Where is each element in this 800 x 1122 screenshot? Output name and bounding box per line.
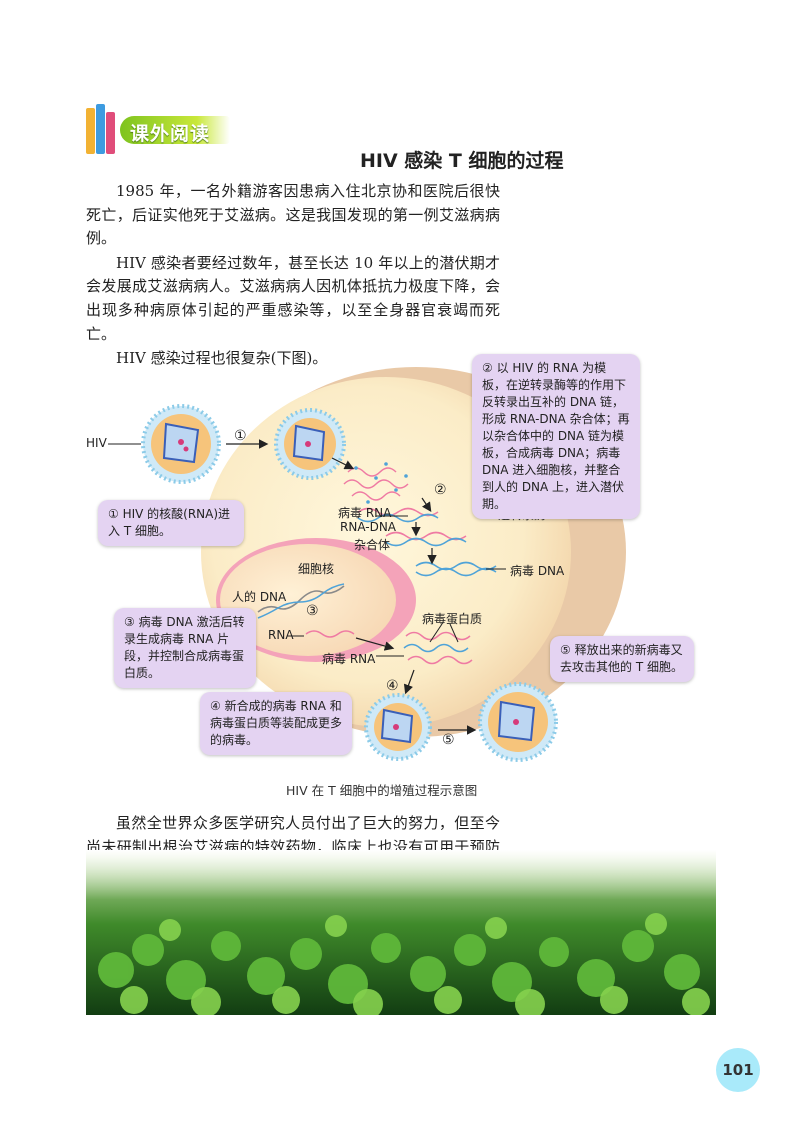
- book-icon: [86, 108, 95, 154]
- label-viral-rna-2: 病毒 RNA: [322, 652, 376, 666]
- callout-step-5: ⑤ 释放出来的新病毒又去攻击其他的 T 细胞。: [550, 636, 694, 682]
- hiv-particle-4: [478, 682, 558, 762]
- label-viral-dna: 病毒 DNA: [510, 564, 565, 578]
- nucleotide-dots: [354, 462, 408, 504]
- book-icon: [96, 104, 105, 154]
- callout-step-1: ① HIV 的核酸(RNA)进入 T 细胞。: [98, 500, 244, 546]
- step-4-marker: ④: [386, 678, 399, 694]
- label-rna-dna: RNA-DNA: [340, 520, 397, 534]
- step-2-marker: ②: [434, 482, 447, 498]
- page-number: 101: [716, 1048, 760, 1092]
- label-nucleus: 细胞核: [298, 562, 335, 576]
- hiv-particle-2: [274, 408, 346, 480]
- paragraph: HIV 感染者要经过数年，甚至长达 10 年以上的潜伏期才会发展成艾滋病病人。艾…: [86, 253, 500, 343]
- paragraph: 1985 年，一名外籍游客因患病入住北京协和医院后很快死亡，后证实他死于艾滋病。…: [86, 182, 500, 248]
- label-hybrid: 杂合体: [354, 538, 391, 552]
- hiv-particle-3: [364, 693, 432, 761]
- clover-illustration: [86, 850, 716, 1019]
- step-3-marker: ③: [306, 603, 319, 619]
- clover-field-image: [86, 850, 716, 1019]
- badge-pill: [120, 116, 230, 144]
- section-badge: 课外阅读: [86, 102, 236, 154]
- intro-text: 1985 年，一名外籍游客因患病入住北京协和医院后很快死亡，后证实他死于艾滋病。…: [86, 180, 500, 371]
- nucleus: [220, 544, 396, 656]
- hiv-particle-1: [141, 404, 221, 484]
- step-5-marker: ⑤: [442, 732, 455, 748]
- callout-step-4: ④ 新合成的病毒 RNA 和病毒蛋白质等装配成更多的病毒。: [200, 692, 352, 755]
- callout-step-3: ③ 病毒 DNA 激活后转录生成病毒 RNA 片段，并控制合成病毒蛋白质。: [114, 608, 256, 688]
- label-rna: RNA: [268, 628, 294, 642]
- page-title: HIV 感染 T 细胞的过程: [360, 150, 564, 172]
- paragraph: HIV 感染过程也很复杂(下图)。: [116, 349, 328, 368]
- label-human-dna: 人的 DNA: [232, 590, 287, 604]
- label-viral-protein: 病毒蛋白质: [422, 612, 483, 626]
- rna-dna-hybrid: [357, 507, 467, 547]
- viral-rna-fragment: [305, 630, 355, 638]
- badge-label: 课外阅读: [130, 123, 211, 145]
- diagram-caption: HIV 在 T 细胞中的增殖过程示意图: [286, 783, 478, 798]
- human-dna: [257, 583, 345, 619]
- rna-cluster-2: [403, 631, 473, 665]
- hiv-infection-diagram: HIV ① ② ③ ④ ⑤ 病毒 RNA RNA-DNA 杂合体 逆转录酶 细胞…: [86, 352, 706, 770]
- label-hiv: HIV: [86, 436, 107, 450]
- step-1-marker: ①: [234, 428, 247, 444]
- callout-step-2: ② 以 HIV 的 RNA 为模板，在逆转录酶等的作用下反转录出互补的 DNA …: [472, 354, 640, 519]
- label-viral-rna: 病毒 RNA: [338, 506, 392, 520]
- book-icon: [106, 112, 115, 154]
